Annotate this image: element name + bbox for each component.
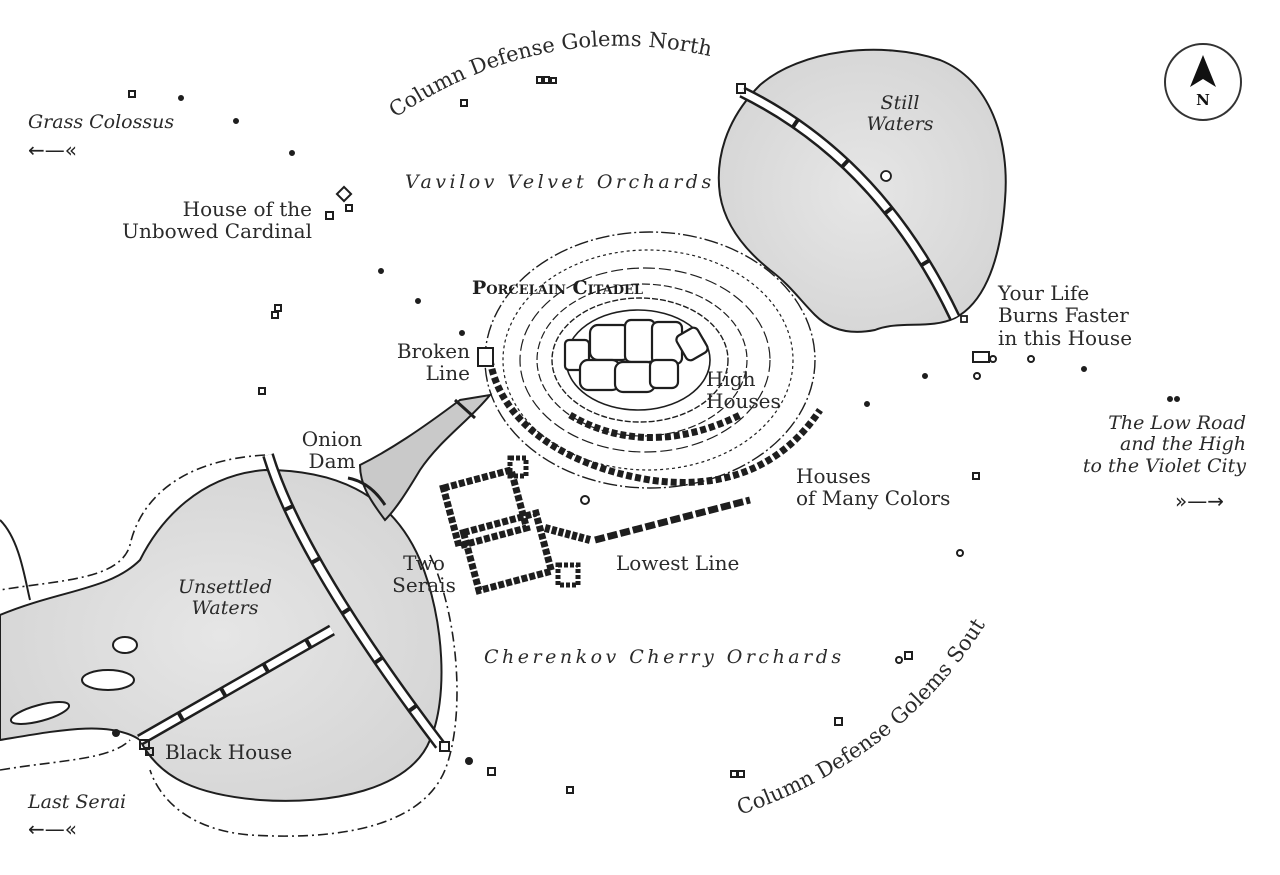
label-two-serais[interactable]: Two Serais <box>392 551 456 598</box>
label-black-house[interactable]: Black House <box>165 740 293 764</box>
citadel-hill <box>477 231 823 489</box>
label-unbowed-cardinal[interactable]: House of the Unbowed Cardinal <box>122 197 312 244</box>
label-last-serai[interactable]: Last Serai <box>28 791 127 813</box>
label-grass-colossus[interactable]: Grass Colossus <box>28 111 175 133</box>
citadel-buildings <box>563 318 709 394</box>
label-onion-dam[interactable]: Onion Dam <box>301 427 363 474</box>
still-waters-lake <box>717 48 1007 333</box>
unsettled-waters-lake <box>0 453 458 837</box>
north-arrow-icon: N <box>1190 55 1216 109</box>
label-cherenkov-orchards: Cherenkov Cherry Orchards <box>484 646 845 668</box>
label-your-life-burns[interactable]: Your Life Burns Faster in this House <box>998 281 1133 350</box>
arrow-west-icon: ←—« <box>28 817 77 841</box>
label-still-waters[interactable]: Still Waters <box>866 92 934 136</box>
arrow-east-icon: »—→ <box>1175 489 1224 513</box>
onion-dam-channel <box>347 393 493 522</box>
label-broken-line[interactable]: Broken Line <box>396 339 470 386</box>
compass-letter: N <box>1196 91 1210 109</box>
two-serais <box>439 455 751 595</box>
label-golems-north: Column Defense Golems North <box>385 27 715 122</box>
scattered-houses <box>128 76 1180 794</box>
label-vavilov-orchards: Vavilov Velvet Orchards <box>405 171 715 193</box>
label-porcelain-citadel[interactable]: Porcelain Citadel <box>472 277 644 299</box>
label-houses-many-colors[interactable]: Houses of Many Colors <box>796 464 951 511</box>
arrow-west-icon: ←—« <box>28 138 77 162</box>
label-high-houses[interactable]: High Houses <box>706 367 781 414</box>
compass-rose: N <box>1164 43 1242 121</box>
label-lowest-line[interactable]: Lowest Line <box>616 551 740 575</box>
label-unsettled-waters[interactable]: Unsettled Waters <box>178 576 272 620</box>
label-low-road[interactable]: The Low Road and the High to the Violet … <box>1082 412 1246 477</box>
